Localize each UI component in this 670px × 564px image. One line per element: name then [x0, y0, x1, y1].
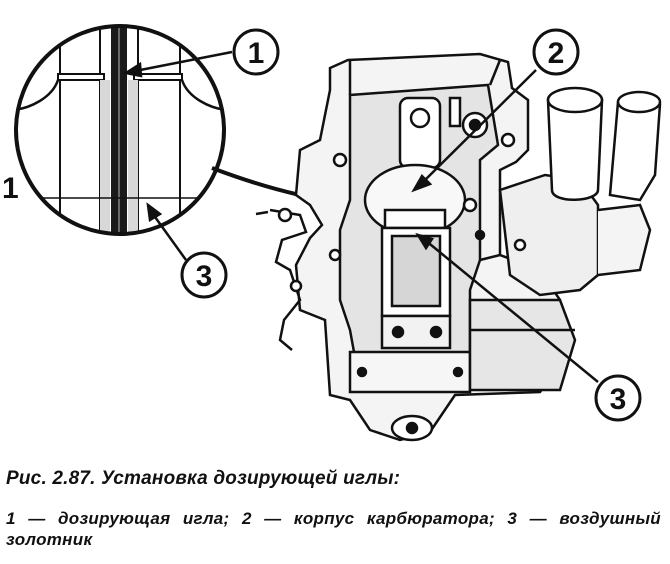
detail-magnifier — [14, 24, 226, 236]
side-label: 1 — [2, 172, 19, 205]
callout-label-body: 2 — [548, 37, 565, 70]
leader-lines — [122, 50, 599, 383]
caption-legend: 1 — дозирующая игла; 2 — корпус карбюрат… — [6, 509, 661, 549]
carburetor-figure: 1 3 2 3 1 — [2, 24, 662, 442]
callout-label-needle: 1 — [248, 37, 265, 70]
carburetor-body-drawing — [255, 52, 662, 442]
callout-needle: 1 — [232, 28, 280, 76]
callout-valve-main: 3 — [594, 374, 642, 422]
callout-label-valve-detail: 3 — [196, 260, 213, 293]
callout-label-valve-main: 3 — [610, 383, 627, 416]
figure-caption: Рис. 2.87. Установка дозирующей иглы: 1 … — [6, 468, 661, 550]
caption-title: Рис. 2.87. Установка дозирующей иглы: — [6, 468, 401, 489]
callout-valve-detail: 3 — [180, 251, 228, 299]
callout-body: 2 — [532, 28, 580, 76]
